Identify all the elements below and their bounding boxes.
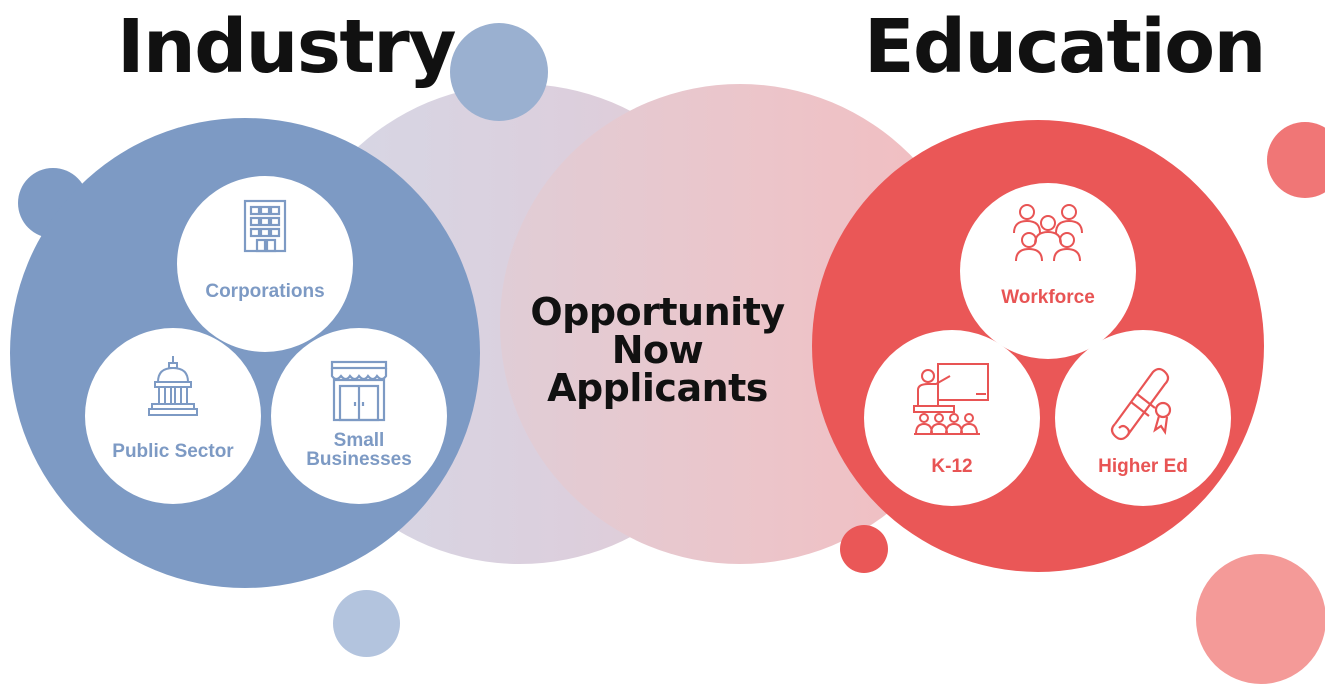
decor-circle-blue-top [450,23,548,121]
decor-circle-red-bottom-right [1196,554,1325,684]
node-label-line-2: Businesses [306,449,412,470]
node-label: Higher Ed [1098,456,1188,477]
decor-circle-red-small [840,525,888,573]
classroom-teacher-icon [913,363,989,435]
people-group-icon [1013,204,1083,262]
node-k12: K-12 [864,330,1040,506]
node-higher-ed: Higher Ed [1055,330,1231,506]
education-heading: Education [864,4,1266,90]
diploma-scroll-icon [1110,367,1172,441]
office-building-icon [243,199,287,253]
node-public-sector: Public Sector [85,328,261,504]
decor-circle-blue-bottom [333,590,400,657]
center-label: Opportunity Now Applicants [520,293,795,407]
center-line-1: Opportunity [530,290,785,334]
node-label-line-1: Small [333,430,385,451]
center-line-3: Applicants [547,366,768,410]
node-label: K-12 [931,456,973,477]
node-corporations: Corporations [177,176,353,352]
node-label: Small Businesses [271,431,447,469]
decor-circle-red-top-right [1267,122,1325,198]
node-label: Corporations [205,281,325,302]
storefront-icon [330,360,388,422]
node-label: Public Sector [112,441,234,462]
center-line-2: Now [611,328,704,372]
node-small-businesses: Small Businesses [271,328,447,504]
node-workforce: Workforce [960,183,1136,359]
node-label: Workforce [1001,287,1095,308]
capitol-building-icon [148,356,198,416]
industry-heading: Industry [117,4,457,90]
